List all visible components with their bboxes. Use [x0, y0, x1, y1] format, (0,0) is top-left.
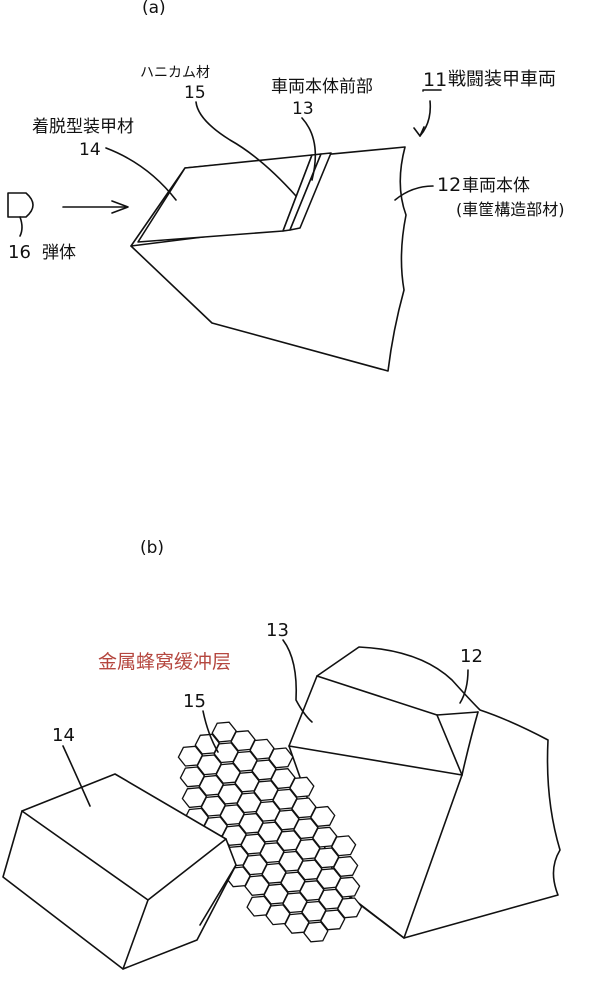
honeycomb-cell [330, 835, 357, 857]
honeycomb-cell [303, 921, 329, 943]
armor-leader-a [105, 147, 177, 201]
body-leader-b [459, 669, 469, 704]
figure-a: (a) 11 戦闘装甲車両 ハニカム材 15 車両本体前部 13 着脱型装 [7, 0, 565, 372]
honeycomb-annotation: 金属蜂窝缓冲层 [98, 651, 231, 673]
honeycomb-cell [336, 897, 363, 919]
armor-block [2, 773, 237, 970]
honeycomb-cell [320, 909, 346, 931]
vehicle-number: 11 [423, 69, 447, 91]
figure-b: (b) 金属蜂窝缓冲层 13 12 15 14 [2, 538, 561, 970]
honeycomb-number-b: 15 [183, 691, 206, 712]
honeycomb-cell [332, 855, 359, 877]
armor-number-a: 14 [79, 140, 101, 160]
body-sublabel-a: (車筐構造部材) [456, 200, 565, 219]
honeycomb-label-a: ハニカム材 [140, 65, 210, 81]
armor-number-b: 14 [52, 725, 75, 746]
panel-a-label: (a) [142, 0, 166, 18]
front-label-a: 車両本体前部 [271, 77, 373, 97]
front-number-b: 13 [266, 620, 289, 641]
armor-label-a: 着脱型装甲材 [32, 117, 134, 137]
projectile-shape [7, 192, 34, 218]
honeycomb-cell [289, 776, 315, 798]
honeycomb-cell [310, 805, 336, 827]
body-leader-a [394, 185, 434, 201]
honeycomb-number-a: 15 [184, 83, 206, 103]
honeycomb-cell [268, 747, 294, 769]
panel-b-label: (b) [140, 538, 164, 558]
projectile-label: 弾体 [42, 243, 76, 263]
body-label-a: 車両本体 [462, 176, 530, 196]
honeycomb-leader-a [195, 101, 297, 197]
front-number-a: 13 [292, 99, 314, 119]
body-number-a: 12 [437, 174, 461, 196]
honeycomb-leader-b [202, 710, 219, 753]
front-leader-b [282, 639, 313, 723]
honeycomb-cell [334, 876, 361, 898]
front-leader-a [301, 117, 317, 181]
armor-leader-b [62, 745, 91, 807]
projectile-leader [19, 216, 23, 237]
projectile-arrow [62, 200, 129, 214]
body-number-b: 12 [460, 646, 483, 667]
vehicle-label: 戦闘装甲車両 [448, 69, 556, 90]
projectile-number: 16 [8, 242, 31, 263]
vehicle-front-shape [289, 152, 332, 231]
